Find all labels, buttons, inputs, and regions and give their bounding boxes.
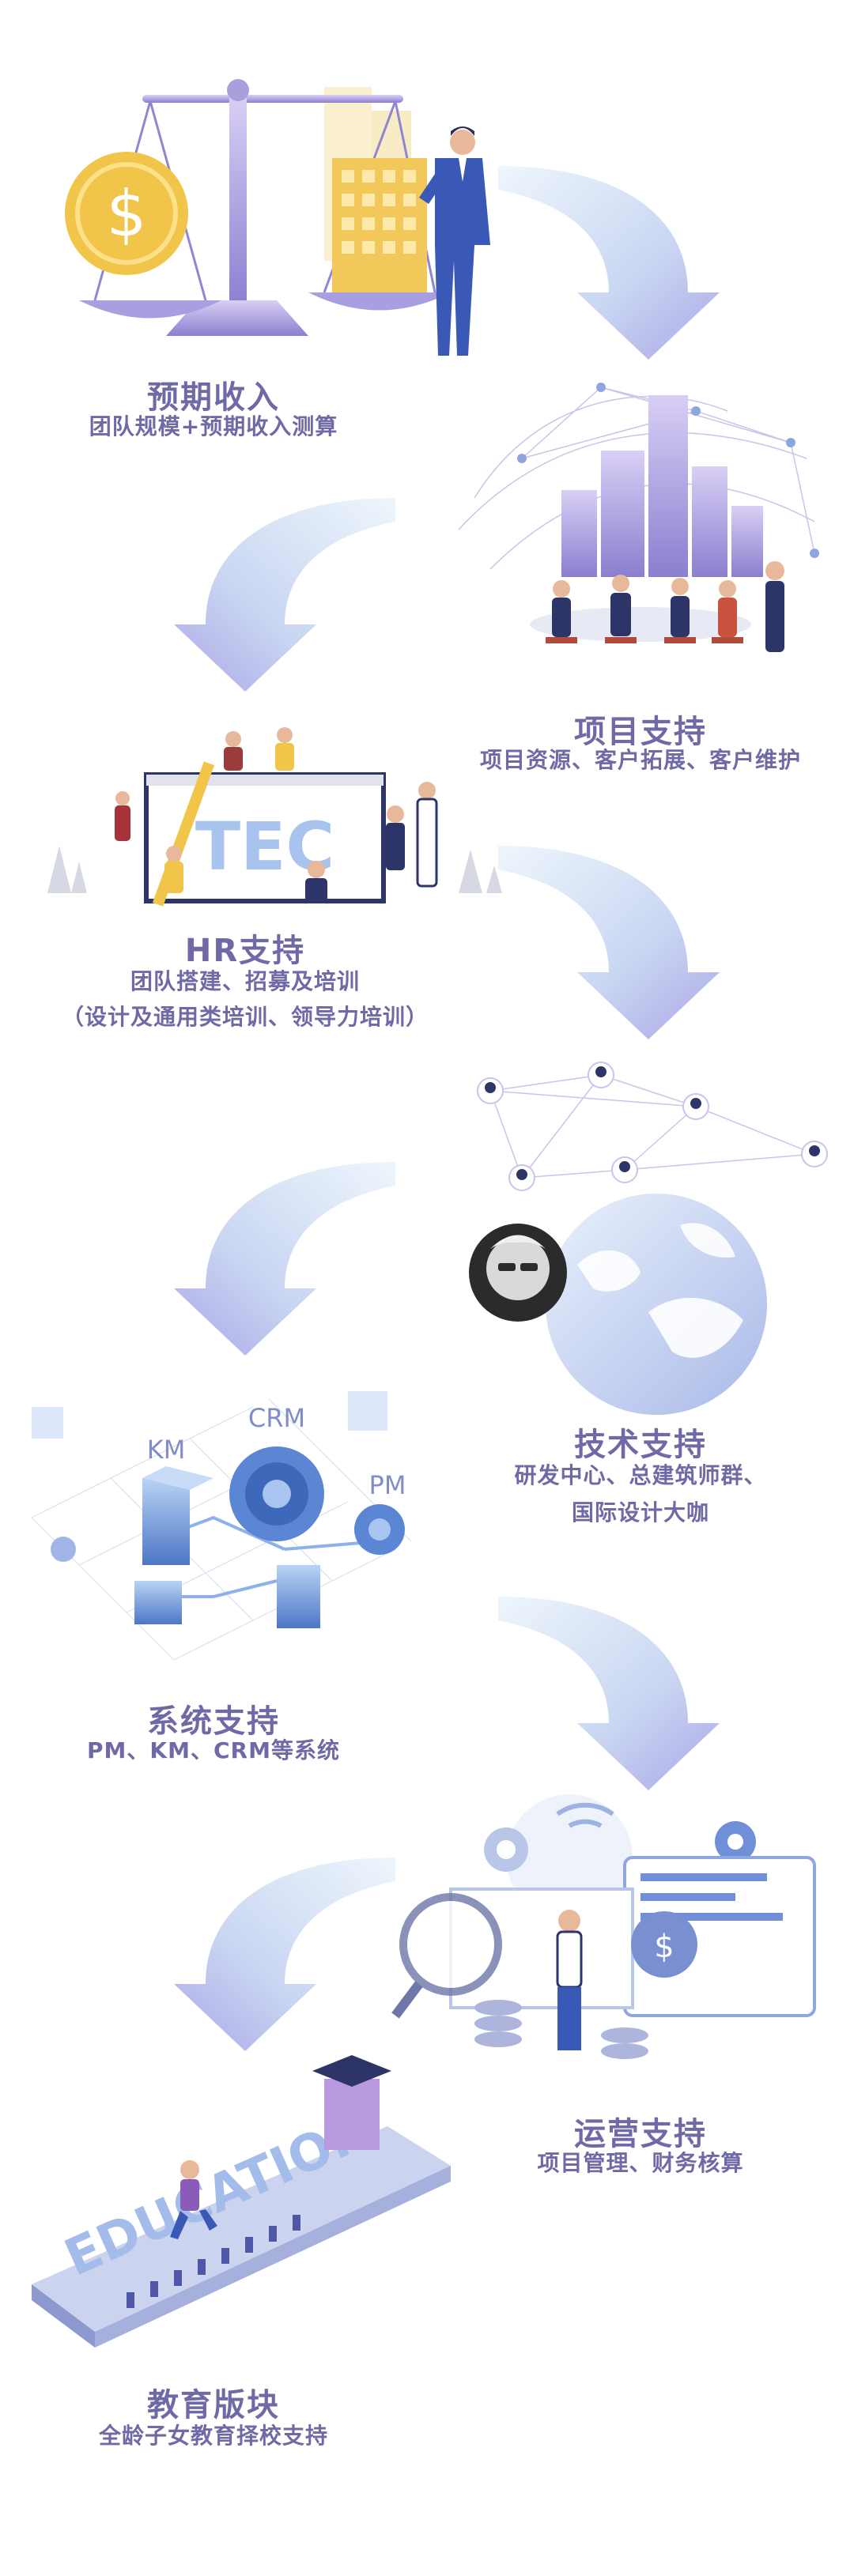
section-title-tech: 技术支持 — [574, 1427, 707, 1463]
system-illustration: KM CRM PM — [31, 1391, 412, 1661]
section-sub-project: 项目资源、客户拓展、客户维护 — [479, 747, 801, 773]
project-illustration — [458, 383, 819, 652]
arrow-4 — [174, 1162, 395, 1356]
section-sub-tech-2: 国际设计大咖 — [571, 1499, 709, 1526]
arrow-1 — [498, 166, 720, 360]
section-sub-hr-2: （设计及通用类培训、领导力培训） — [61, 1004, 429, 1030]
section-sub-income: 团队规模+预期收入测算 — [89, 413, 338, 439]
section-title-hr: HR支持 — [184, 933, 306, 969]
section-sub-tech-1: 研发中心、总建筑师群、 — [514, 1462, 767, 1488]
dollar-sign: $ — [107, 177, 147, 251]
arrow-2 — [174, 498, 395, 692]
section-sub-education: 全龄子女教育择校支持 — [98, 2423, 328, 2449]
km-label: KM — [147, 1435, 186, 1465]
arrow-3 — [498, 846, 720, 1039]
section-title-education: 教育版块 — [147, 2387, 280, 2423]
scale-illustration: $ — [65, 79, 490, 356]
arrow-6 — [174, 1858, 395, 2051]
section-sub-operations: 项目管理、财务核算 — [537, 2150, 744, 2176]
section-title-project: 项目支持 — [574, 714, 707, 750]
operations-illustration: $ — [391, 1794, 816, 2059]
arrow-5 — [498, 1597, 720, 1790]
dollar-coin-label: $ — [654, 1929, 674, 1965]
section-sub-hr-1: 团队搭建、招募及培训 — [130, 968, 360, 994]
tech-illustration — [469, 1062, 828, 1415]
section-title-operations: 运营支持 — [574, 2116, 707, 2152]
section-sub-system: PM、KM、CRM等系统 — [87, 1737, 340, 1763]
pm-label: PM — [369, 1470, 406, 1500]
section-title-income: 预期收入 — [147, 379, 280, 416]
hr-illustration: TEC — [47, 727, 502, 907]
crm-label: CRM — [248, 1403, 305, 1433]
section-title-system: 系统支持 — [147, 1703, 280, 1740]
education-illustration: EDUCATION — [32, 2055, 451, 2348]
